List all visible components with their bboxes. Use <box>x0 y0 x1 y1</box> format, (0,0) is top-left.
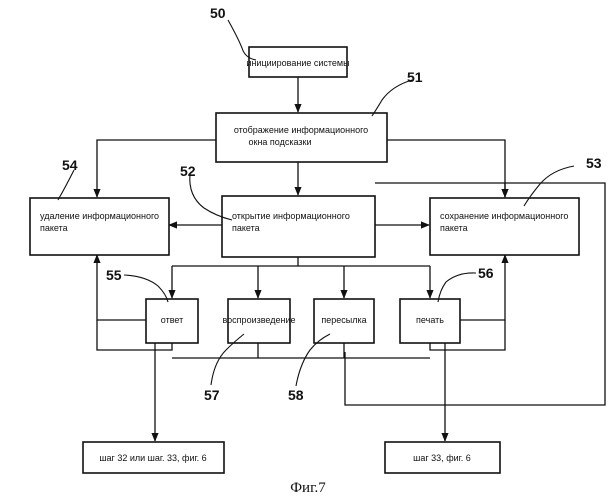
ref-50: 50 <box>210 5 226 21</box>
block-playback-label: воспроизведение <box>223 315 296 325</box>
ref-58: 58 <box>288 387 304 403</box>
ref-52: 52 <box>180 163 196 179</box>
block-display-label-1: отображение информационного <box>234 125 368 135</box>
block-playback: воспроизведение <box>223 299 296 343</box>
ref-51: 51 <box>407 69 423 85</box>
block-open-packet: открытие информационного пакета <box>222 196 375 257</box>
ref-55: 55 <box>106 267 122 283</box>
block-save-label-2: пакета <box>440 223 468 233</box>
block-display-hint-window: отображение информационного окна подсказ… <box>216 113 387 162</box>
ref-56: 56 <box>478 265 494 281</box>
block-save-label-1: сохранение информационного <box>440 211 568 221</box>
block-reply: ответ <box>146 299 198 343</box>
block-reply-label: ответ <box>161 315 183 325</box>
block-print: печать <box>400 299 460 343</box>
block-delete-label-1: удаление информационного <box>40 211 159 221</box>
ref-57: 57 <box>204 387 220 403</box>
figure-caption: Фиг.7 <box>290 480 326 496</box>
ref-53: 53 <box>586 155 602 171</box>
block-step-right: шаг 33, фиг. 6 <box>385 442 500 473</box>
block-step-right-label: шаг 33, фиг. 6 <box>413 453 471 463</box>
block-display-label-2: окна подсказки <box>249 137 312 147</box>
block-open-label-1: открытие информационного <box>232 211 350 221</box>
block-forward-label: пересылка <box>321 315 366 325</box>
block-open-label-2: пакета <box>232 223 260 233</box>
block-step-left: шаг 32 или шаг. 33, фиг. 6 <box>83 442 224 473</box>
ref-54: 54 <box>62 157 78 173</box>
block-init-label: инициирование системы <box>246 58 349 68</box>
block-print-label: печать <box>416 315 444 325</box>
block-init: инициирование системы <box>246 47 349 77</box>
block-delete-label-2: пакета <box>40 223 68 233</box>
block-forward: пересылка <box>314 299 374 343</box>
block-step-left-label: шаг 32 или шаг. 33, фиг. 6 <box>99 453 206 463</box>
block-save-packet: сохранение информационного пакета <box>430 198 579 255</box>
block-delete-packet: удаление информационного пакета <box>30 198 169 255</box>
